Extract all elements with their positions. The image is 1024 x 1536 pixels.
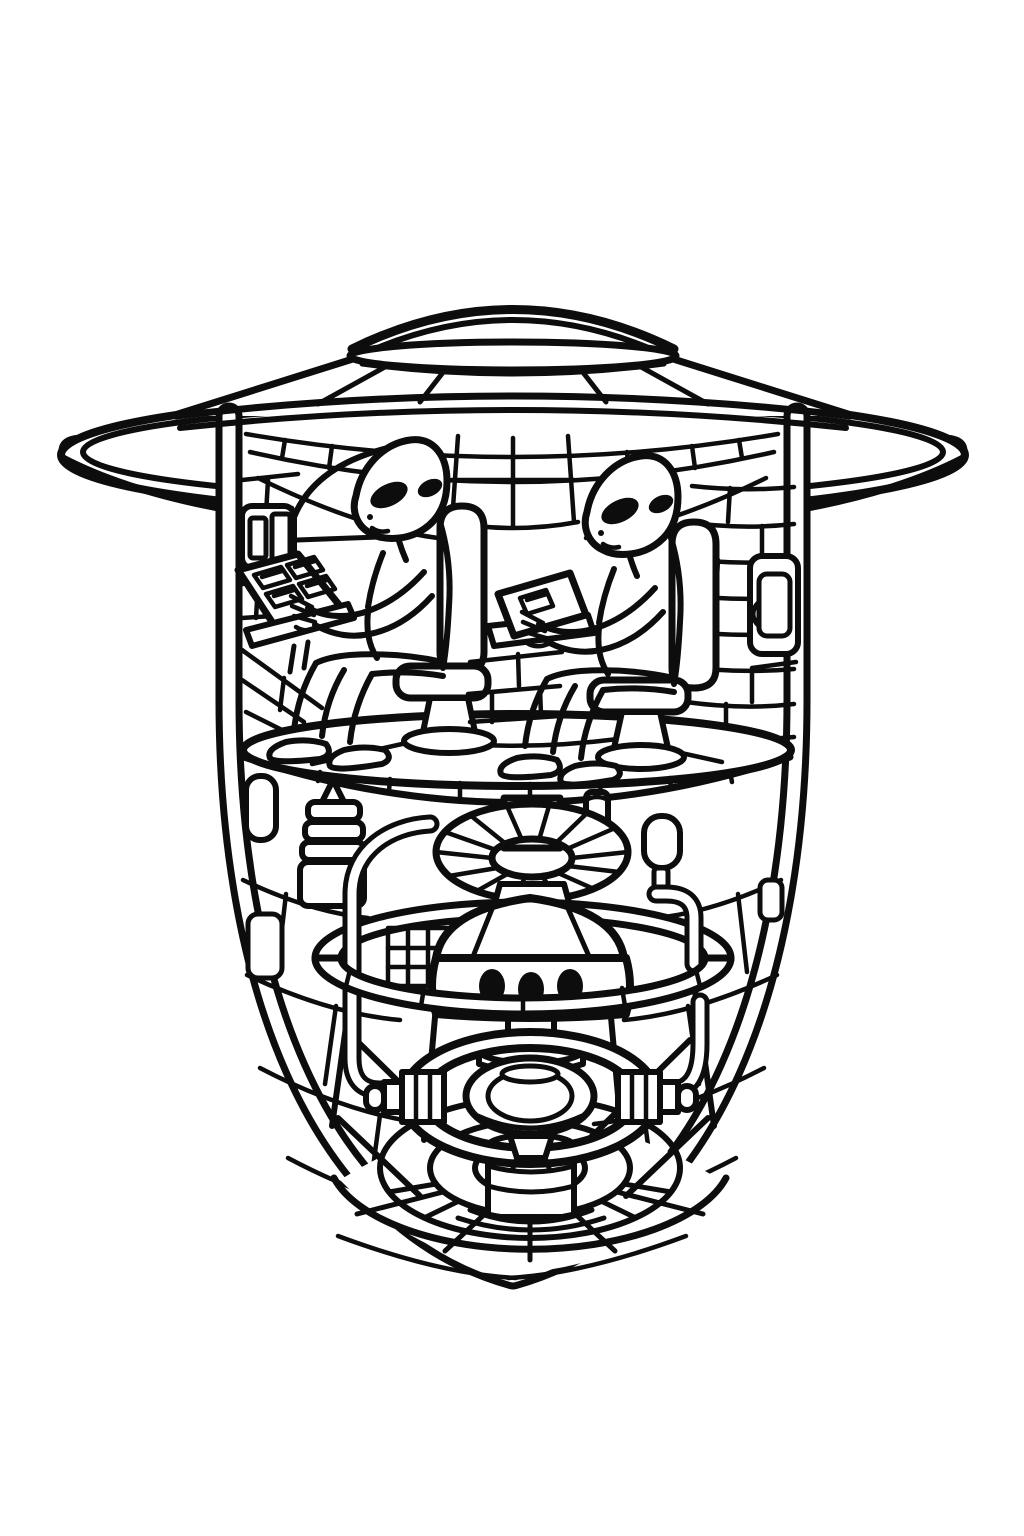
gyroscope	[363, 1011, 699, 1171]
axle-knob-right	[675, 1083, 699, 1113]
device-notch	[750, 599, 762, 629]
tablet-key	[517, 587, 556, 617]
tablet-slab	[494, 569, 590, 640]
post-left	[243, 773, 279, 843]
gyro-foot-block	[507, 1133, 555, 1161]
tablet-key-line	[524, 591, 550, 603]
cone-edge-right	[666, 354, 852, 418]
keyboard-stand	[287, 639, 311, 675]
coil-torus	[432, 794, 632, 951]
axle-block-right	[615, 1069, 663, 1125]
keyboard-keys	[251, 554, 338, 610]
ring-ticks	[343, 967, 703, 1017]
window-chord	[294, 534, 382, 543]
ring-front-band	[311, 954, 735, 1018]
axle-knob-left	[363, 1083, 387, 1113]
device-frame	[747, 553, 801, 657]
gyro-hub-cap	[499, 1063, 561, 1085]
device-shelf	[749, 659, 799, 671]
axle-block-left	[399, 1069, 447, 1125]
saucer-band	[172, 392, 854, 431]
guard-ring-front	[311, 954, 735, 1018]
dome-base-ring	[346, 338, 680, 374]
dome-base-underline	[359, 361, 667, 377]
cylinder-flare	[455, 1207, 607, 1233]
post-right-cap	[583, 794, 611, 803]
dome-outer-arc	[347, 305, 679, 354]
brim-tip-left	[58, 435, 79, 461]
reactor-facets	[471, 897, 591, 957]
wall-control-panel	[239, 503, 297, 571]
console-tablet	[465, 569, 597, 725]
cone-panel-line	[629, 359, 711, 407]
brim-tip-right	[947, 435, 968, 461]
chair-base	[401, 726, 497, 756]
chair-right	[586, 518, 720, 772]
checker-grid	[385, 925, 451, 989]
gyro-skirt	[475, 1113, 585, 1131]
cone-panel-line	[315, 359, 397, 407]
chair-base	[595, 742, 687, 772]
band-bottom-arc	[177, 407, 849, 431]
chair-left	[392, 502, 497, 756]
torus-segments	[433, 803, 631, 902]
gyro-feet	[510, 1155, 552, 1171]
saucer-dome	[346, 305, 680, 377]
wall-tab-left	[245, 911, 285, 981]
panel-bar	[247, 515, 269, 561]
engine-fittings	[243, 773, 785, 981]
band-top-arc	[172, 392, 854, 420]
wall-tab-right	[757, 877, 785, 923]
cylinder-ribs	[485, 1163, 577, 1195]
dome-inner-arc	[365, 317, 661, 355]
cone-edge-left	[174, 354, 360, 418]
wall-device	[747, 553, 801, 671]
